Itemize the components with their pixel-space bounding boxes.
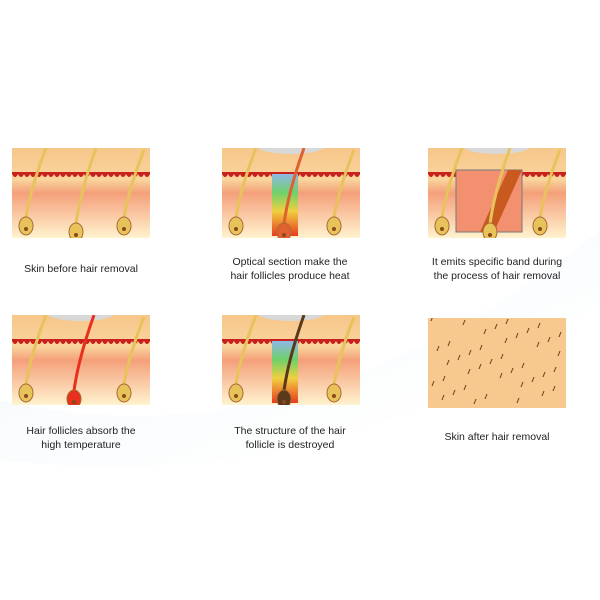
target-hair-follicle	[276, 148, 306, 238]
caption-line: The structure of the hair	[234, 425, 346, 437]
hair-stubble	[468, 349, 472, 356]
laser-device-head	[258, 148, 324, 154]
hair-stubble	[478, 363, 482, 370]
hair-follicle	[228, 148, 258, 236]
hair-stubble	[431, 380, 435, 387]
hair-follicle	[18, 148, 48, 236]
hair-stubble	[520, 381, 524, 388]
hair-follicle	[116, 316, 146, 403]
hair-stubble	[489, 358, 493, 365]
hair-stubble	[441, 394, 445, 401]
hair-stubble	[516, 397, 520, 404]
illustration-follicle-destroyed	[222, 315, 360, 405]
hair-stubble	[447, 340, 451, 347]
hair-stubble	[557, 350, 561, 357]
caption-line: follicle is destroyed	[245, 439, 335, 451]
hair-stubble	[510, 367, 514, 374]
target-hair-follicle	[66, 315, 96, 405]
hair-stubble	[499, 372, 503, 379]
hair-stubble	[541, 390, 545, 397]
caption-step-2: Optical section make the hair follicles p…	[200, 255, 380, 283]
target-hair-follicle	[68, 148, 98, 238]
hair-stubble	[500, 353, 504, 360]
hair-stubble	[536, 341, 540, 348]
laser-device-head	[258, 315, 324, 321]
caption-line: Optical section make the	[232, 256, 348, 268]
caption-line: the process of hair removal	[433, 270, 561, 282]
caption-line: Hair follicles absorb the	[26, 425, 136, 437]
caption-line: hair follicles produce heat	[230, 270, 350, 282]
hair-stubble	[430, 318, 433, 322]
target-hair-follicle	[276, 315, 306, 405]
caption-line: It emits specific band during	[431, 256, 563, 268]
hair-stubble	[552, 385, 556, 392]
hair-stubble	[547, 336, 551, 343]
illustration-optical-section	[222, 148, 360, 238]
hair-stubble	[504, 337, 508, 344]
hair-stubble	[542, 371, 546, 378]
hair-stubble	[515, 332, 519, 339]
hair-follicle	[326, 149, 356, 236]
hair-stubble	[531, 376, 535, 383]
laser-device-head	[48, 315, 114, 321]
hair-stubble	[505, 318, 509, 325]
laser-device-head	[464, 148, 530, 154]
hair-stubble	[442, 375, 446, 382]
hair-follicle	[116, 149, 146, 236]
hair-stubble	[462, 319, 466, 326]
hair-follicle	[532, 149, 562, 236]
hair-stubble	[473, 398, 477, 405]
hair-stubble	[558, 331, 562, 338]
caption-line: Skin after hair removal	[444, 431, 550, 443]
hair-follicle	[18, 315, 48, 403]
hair-follicle	[434, 148, 464, 236]
hair-stubble	[463, 384, 467, 391]
hair-stubble	[521, 362, 525, 369]
illustration-skin-after	[428, 318, 566, 408]
target-hair-follicle	[482, 148, 512, 238]
illustration-skin-before	[12, 148, 150, 238]
caption-step-5: The structure of the hair follicle is des…	[200, 424, 380, 452]
caption-step-3: It emits specific band during the process…	[407, 255, 587, 283]
caption-line: Skin before hair removal	[24, 263, 138, 275]
hair-stubble	[436, 345, 440, 352]
hair-stubble	[494, 323, 498, 330]
caption-line: high temperature	[41, 439, 121, 451]
hair-follicle	[228, 315, 258, 403]
hair-stubble	[467, 368, 471, 375]
caption-step-6: Skin after hair removal	[407, 430, 587, 444]
hair-stubble	[484, 393, 488, 400]
hair-stubble	[452, 389, 456, 396]
hair-follicle	[326, 316, 356, 403]
hair-stubble	[483, 328, 487, 335]
hair-stubble	[446, 359, 450, 366]
caption-step-4: Hair follicles absorb the high temperatur…	[0, 424, 171, 452]
caption-step-1: Skin before hair removal	[0, 262, 171, 276]
hair-stubble	[526, 327, 530, 334]
hair-stubble	[457, 354, 461, 361]
illustration-specific-band	[428, 148, 566, 238]
illustration-absorb-heat	[12, 315, 150, 405]
skin-surface	[428, 318, 566, 408]
hair-stubble	[553, 366, 557, 373]
dermis-line	[12, 172, 150, 177]
hair-stubble	[479, 344, 483, 351]
hair-stubble	[537, 322, 541, 329]
dermis-line	[12, 339, 150, 344]
